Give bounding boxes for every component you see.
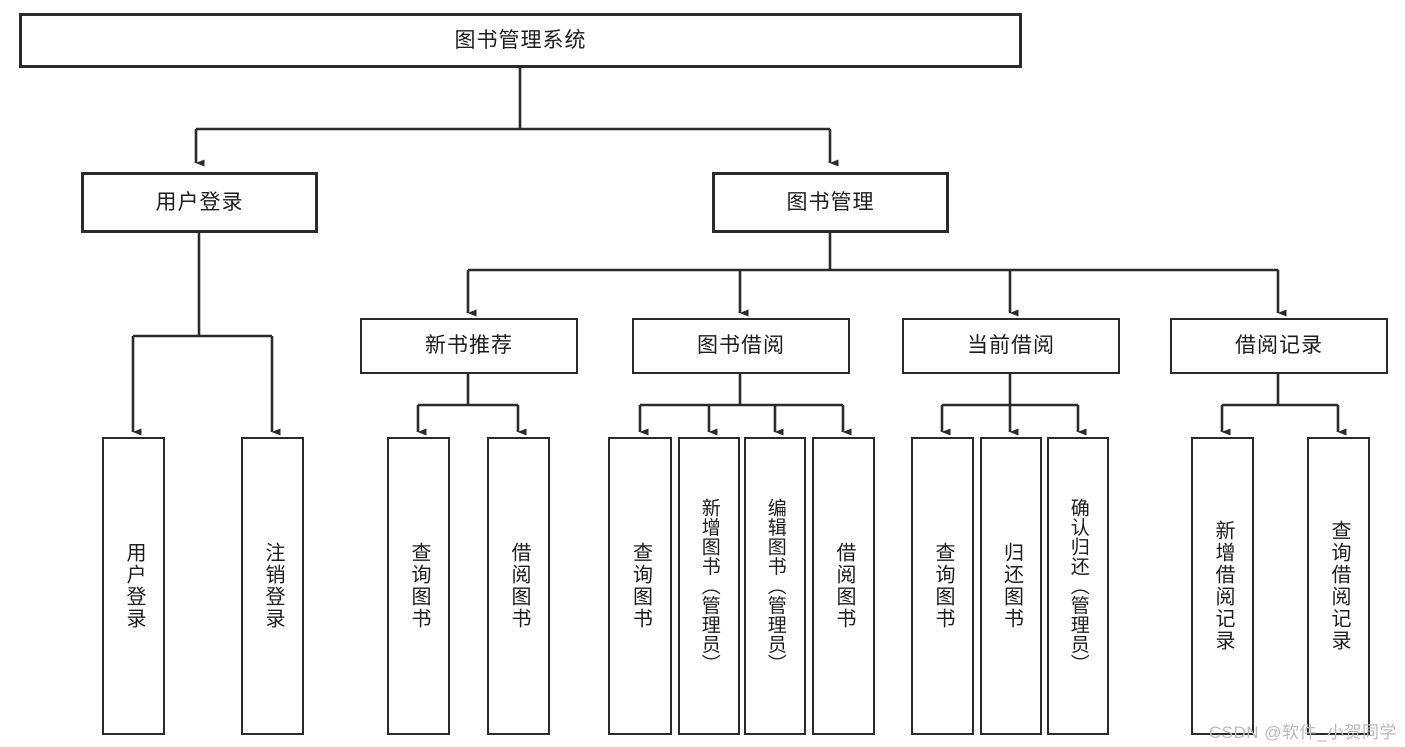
- node-user-login-label: 用户登录: [155, 190, 244, 214]
- node-new-book-recommend[interactable]: 新书推荐: [360, 318, 578, 374]
- node-leaf-query-record[interactable]: 查询借阅记录: [1307, 437, 1370, 735]
- node-borrow-record[interactable]: 借阅记录: [1170, 318, 1388, 374]
- node-leaf-confirm-return-label: 确认归还（管理员）: [1067, 498, 1089, 674]
- node-leaf-user-login[interactable]: 用户登录: [102, 437, 165, 735]
- node-leaf-query-book-3-label: 查询图书: [932, 542, 954, 630]
- node-leaf-edit-book[interactable]: 编辑图书（管理员）: [744, 437, 806, 735]
- node-leaf-query-book-1-label: 查询图书: [408, 542, 430, 630]
- node-book-borrow-label: 图书借阅: [697, 334, 785, 358]
- node-leaf-add-book-label: 新增图书（管理员）: [698, 498, 720, 674]
- node-leaf-add-book[interactable]: 新增图书（管理员）: [678, 437, 740, 735]
- node-leaf-user-logout[interactable]: 注销登录: [241, 437, 304, 735]
- node-leaf-query-book-1[interactable]: 查询图书: [387, 437, 450, 735]
- node-leaf-return-book-label: 归还图书: [1000, 542, 1023, 630]
- node-leaf-confirm-return[interactable]: 确认归还（管理员）: [1047, 437, 1109, 735]
- node-leaf-query-book-2[interactable]: 查询图书: [608, 437, 672, 735]
- node-borrow-record-label: 借阅记录: [1235, 334, 1323, 358]
- node-root-system[interactable]: 图书管理系统: [19, 13, 1022, 68]
- node-leaf-query-book-3[interactable]: 查询图书: [911, 437, 974, 735]
- node-leaf-query-record-label: 查询借阅记录: [1328, 520, 1350, 652]
- node-leaf-add-record-label: 新增借阅记录: [1212, 520, 1234, 652]
- node-new-book-recommend-label: 新书推荐: [425, 334, 513, 358]
- node-book-management[interactable]: 图书管理: [712, 172, 949, 233]
- node-book-borrow[interactable]: 图书借阅: [632, 318, 850, 374]
- node-leaf-user-logout-label: 注销登录: [262, 542, 284, 630]
- node-leaf-query-book-2-label: 查询图书: [629, 542, 652, 630]
- node-leaf-borrow-book-2-label: 借阅图书: [833, 542, 855, 630]
- node-leaf-add-record[interactable]: 新增借阅记录: [1191, 437, 1254, 735]
- node-current-borrow[interactable]: 当前借阅: [902, 318, 1120, 374]
- node-leaf-edit-book-label: 编辑图书（管理员）: [764, 498, 786, 674]
- node-current-borrow-label: 当前借阅: [967, 334, 1055, 358]
- node-root-system-label: 图书管理系统: [454, 28, 587, 52]
- node-leaf-borrow-book-1-label: 借阅图书: [508, 542, 530, 630]
- node-leaf-borrow-book-1[interactable]: 借阅图书: [487, 437, 550, 735]
- node-leaf-return-book[interactable]: 归还图书: [980, 437, 1042, 735]
- node-book-management-label: 图书管理: [786, 190, 875, 214]
- node-leaf-user-login-label: 用户登录: [123, 542, 145, 630]
- node-user-login[interactable]: 用户登录: [81, 172, 318, 233]
- csdn-watermark: CSDN @软件_小贺同学: [1208, 723, 1397, 742]
- node-leaf-borrow-book-2[interactable]: 借阅图书: [812, 437, 875, 735]
